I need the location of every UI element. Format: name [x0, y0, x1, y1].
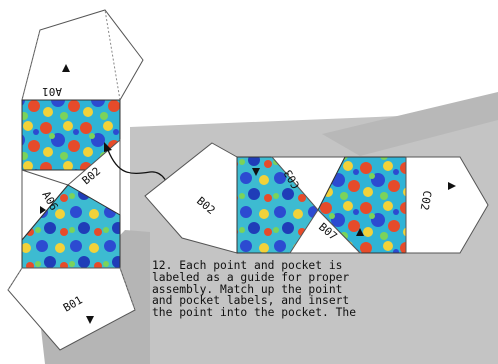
label-c02: C02 [418, 189, 434, 211]
insert-arrow-head [104, 142, 112, 152]
arrow-a06 [40, 206, 46, 214]
instruction-caption: 12. Each point and pocket is labeled as … [152, 260, 357, 320]
face-lower-noise [21, 184, 121, 269]
face-a01-flap [21, 9, 144, 101]
face-b07-flap [289, 209, 362, 254]
center-strip [144, 142, 489, 254]
face-center-noise-right [317, 156, 407, 254]
arrow-c03 [252, 168, 260, 176]
arrow-b07 [356, 228, 364, 236]
face-c02-flap [405, 156, 489, 254]
arrow-b01 [86, 316, 94, 324]
grey-shadow-band [322, 92, 498, 156]
direction-arrows [40, 64, 456, 324]
face-b02-center-flap [144, 142, 238, 254]
arrow-a01 [62, 64, 70, 72]
arrow-c02 [448, 182, 456, 190]
label-a01: A01 [42, 85, 62, 98]
left-strip [7, 9, 144, 351]
